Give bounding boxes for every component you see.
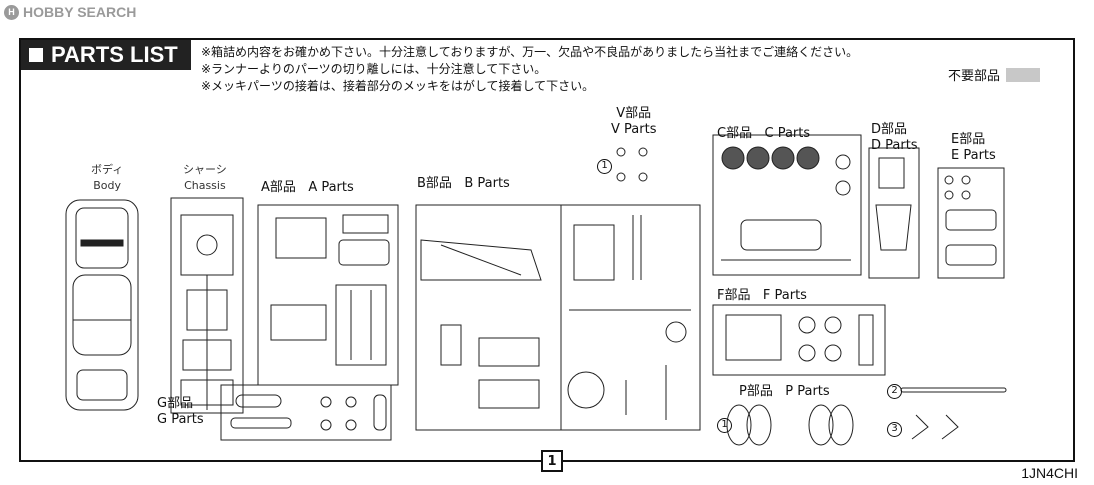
v-parts-label: V部品 V Parts — [611, 106, 656, 138]
unneeded-label: 不要部品 — [947, 69, 1000, 84]
a-runner — [257, 204, 399, 386]
b-parts-en: B Parts — [464, 176, 510, 191]
watermark-text: HOBBY SEARCH — [23, 4, 137, 20]
unneeded-swatch — [1006, 67, 1040, 82]
a-parts-en: A Parts — [308, 180, 354, 195]
g-runner — [220, 384, 392, 441]
square-icon — [29, 48, 43, 62]
p-qty-3: 3 — [887, 420, 902, 437]
d-parts-jp: D部品 — [871, 122, 908, 137]
chassis-label: シャーシ Chassis — [183, 162, 227, 194]
e-parts-en: E Parts — [951, 148, 996, 163]
a-parts-label: A部品 A Parts — [261, 180, 354, 196]
v-parts-jp: V部品 — [616, 106, 652, 121]
c-parts-jp: C部品 — [717, 126, 753, 141]
b-runner — [415, 204, 701, 431]
hobby-search-logo-icon: H — [4, 4, 19, 20]
d-parts-label: D部品 D Parts — [871, 122, 918, 154]
note-line: ※ランナーよりのパーツの切り離しには、十分注意して下さい。 — [201, 62, 547, 76]
parts-line-art — [65, 134, 1007, 446]
page-title: PARTS LIST — [51, 42, 178, 67]
f-parts-jp: F部品 — [717, 288, 751, 303]
p-qty1-circle: 1 — [717, 417, 732, 433]
f-runner — [712, 304, 886, 376]
v-parts — [616, 147, 648, 182]
v-qty-circle: 1 — [597, 158, 612, 174]
chassis-label-jp: シャーシ — [183, 163, 227, 176]
f-parts-en: F Parts — [762, 288, 807, 303]
p-qty2-circle: 2 — [887, 383, 902, 399]
d-parts-en: D Parts — [871, 138, 918, 153]
body-drawing — [65, 199, 139, 411]
c-runner — [712, 134, 862, 276]
f-parts-label: F部品 F Parts — [717, 288, 807, 304]
e-runner — [937, 167, 1005, 279]
e-parts-jp: E部品 — [951, 132, 986, 147]
unneeded-parts-legend: 不要部品 — [948, 65, 1040, 84]
product-code: 1JN4CHI — [1021, 465, 1078, 481]
page-number: 1 — [541, 450, 563, 472]
v-parts-en: V Parts — [611, 122, 657, 137]
note-line: ※箱詰め内容をお確かめ下さい。十分注意しておりますが、万一、欠品や不良品がありま… — [201, 45, 859, 59]
parts-list-sheet: PARTS LIST ※箱詰め内容をお確かめ下さい。十分注意しておりますが、万一… — [19, 38, 1075, 472]
b-parts-jp: B部品 — [417, 176, 452, 191]
g-parts-en: G Parts — [157, 412, 204, 427]
parts-list-header: PARTS LIST — [21, 40, 191, 70]
note-line: ※メッキパーツの接着は、接着部分のメッキをはがして接着して下さい。 — [201, 79, 595, 93]
p-parts-en: P Parts — [785, 384, 830, 399]
p-parts-jp: P部品 — [739, 384, 773, 399]
p-qty-2: 2 — [887, 382, 902, 399]
g-parts-label: G部品 G Parts — [157, 396, 204, 428]
instruction-notes: ※箱詰め内容をお確かめ下さい。十分注意しておりますが、万一、欠品や不良品がありま… — [201, 44, 858, 95]
p-parts — [726, 387, 1007, 446]
watermark: H HOBBY SEARCH — [4, 4, 136, 20]
body-label-jp: ボディ — [91, 163, 124, 176]
body-label: ボディ Body — [91, 162, 123, 194]
chassis-label-en: Chassis — [184, 179, 226, 192]
a-parts-jp: A部品 — [261, 180, 296, 195]
c-parts-label: C部品 C Parts — [717, 126, 810, 142]
p-qty-1: 1 — [717, 416, 732, 433]
v-qty: 1 — [597, 157, 612, 174]
chassis-drawing — [170, 197, 244, 414]
g-parts-jp: G部品 — [157, 396, 194, 411]
e-parts-label: E部品 E Parts — [951, 132, 996, 164]
b-parts-label: B部品 B Parts — [417, 176, 510, 192]
c-parts-en: C Parts — [764, 126, 811, 141]
d-runner — [868, 147, 920, 279]
p-qty3-circle: 3 — [887, 421, 902, 437]
p-parts-label: P部品 P Parts — [739, 384, 830, 400]
body-label-en: Body — [93, 179, 121, 192]
